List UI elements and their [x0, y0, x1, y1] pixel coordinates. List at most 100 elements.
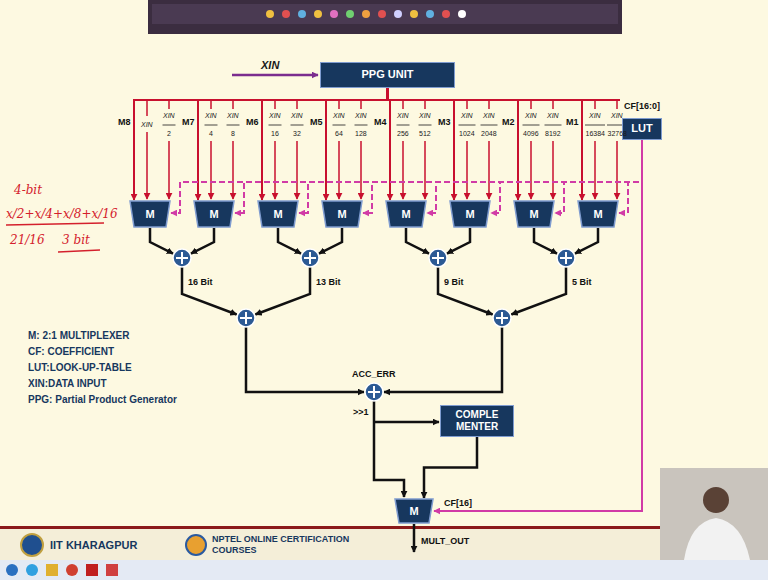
signal-label: XIN	[525, 112, 537, 120]
signal-label: 16 Bit	[188, 277, 213, 288]
adder-plus	[304, 252, 316, 264]
node-text: M	[257, 200, 299, 228]
signal-label: 8192	[545, 130, 561, 138]
adder-circle	[429, 249, 447, 267]
task-icon	[106, 564, 118, 576]
signal-label: CF[16:0]	[624, 101, 660, 112]
adder-plus	[432, 252, 444, 264]
input-stub	[274, 100, 276, 109]
input-wire	[232, 141, 234, 199]
fraction-bar	[163, 125, 176, 126]
tool-icon	[378, 10, 386, 18]
adder-circle	[237, 309, 255, 327]
signal-label: 2048	[481, 130, 497, 138]
signal-label: 4	[209, 130, 213, 138]
input-wire	[424, 141, 426, 199]
task-icon	[86, 564, 98, 576]
connector	[619, 140, 642, 213]
abbreviation-note: XIN:DATA INPUT	[28, 378, 107, 390]
signal-label: XIN	[589, 112, 601, 120]
signal-label: 512	[419, 130, 431, 138]
connector	[388, 88, 391, 200]
node-text: M	[394, 498, 434, 524]
input-wire	[360, 141, 362, 199]
shift-wire	[374, 401, 404, 497]
sum-wire	[534, 228, 557, 254]
input-stub	[402, 100, 404, 109]
process-box: LUT	[622, 118, 662, 140]
trapezoid	[386, 201, 426, 227]
adder-circle	[493, 309, 511, 327]
sum-wire	[319, 228, 342, 254]
footer-rule	[0, 526, 768, 529]
signal-label: 32	[293, 130, 301, 138]
iit-logo	[21, 534, 43, 556]
signal-label: XIN	[163, 112, 175, 120]
adder-circle	[557, 249, 575, 267]
node-text: M	[385, 200, 427, 228]
signal-label: 5 Bit	[572, 277, 592, 288]
input-stub	[296, 100, 298, 109]
output-wire	[413, 524, 416, 552]
input-stub	[488, 100, 490, 109]
hand-stroke	[58, 250, 100, 252]
complement-wire	[374, 421, 439, 424]
sum-wire	[150, 228, 173, 254]
signal-label: IIT KHARAGPUR	[50, 539, 137, 552]
edge-label: M7	[182, 117, 195, 128]
fraction-bar	[333, 125, 346, 126]
node-text: PPG UNIT	[362, 68, 414, 81]
input-stub	[146, 100, 148, 116]
process-box: COMPLE MENTER	[440, 405, 514, 437]
tool-icon	[394, 10, 402, 18]
fraction-bar	[523, 125, 540, 126]
signal-label: 128	[355, 130, 367, 138]
signal-label: XIN	[227, 112, 239, 120]
multiplexer: M	[257, 200, 299, 228]
tool-icon	[426, 10, 434, 18]
adder-circle	[173, 249, 191, 267]
trapezoid	[450, 201, 490, 227]
input-wire	[466, 141, 468, 199]
sum-wire	[255, 267, 310, 314]
adder-plus	[240, 312, 252, 324]
input-stub	[360, 100, 362, 109]
node-text: M	[321, 200, 363, 228]
abbreviation-note: CF: COEFFICIENT	[28, 346, 114, 358]
input-stub	[552, 100, 554, 109]
multiplexer: M	[394, 498, 434, 524]
fraction-bar	[419, 125, 432, 126]
abbreviation-note: M: 2:1 MULTIPLEXER	[28, 330, 129, 342]
input-arrow	[232, 74, 318, 77]
edge-label: M5	[310, 117, 323, 128]
signal-label: 13 Bit	[316, 277, 341, 288]
abbreviation-note: LUT:LOOK-UP-TABLE	[28, 362, 132, 374]
edge-label: M6	[246, 117, 259, 128]
edge-label: CF[16]	[444, 498, 472, 509]
nptel-logo	[186, 535, 206, 555]
signal-label: 64	[335, 130, 343, 138]
input-stub	[210, 100, 212, 109]
signal-label: XIN	[291, 112, 303, 120]
signal-label: >>1	[353, 407, 369, 418]
input-stub	[594, 100, 596, 109]
sum-wire	[575, 228, 598, 254]
fraction-bar	[397, 125, 410, 126]
adder-plus	[560, 252, 572, 264]
adder-symbol	[173, 249, 191, 267]
handwritten-note: x/2+x/4+x/8+x/16	[6, 207, 118, 221]
input-stub	[424, 100, 426, 109]
connector	[388, 88, 519, 200]
signal-label: 16	[271, 130, 279, 138]
tool-icon	[410, 10, 418, 18]
signal-label: 2	[167, 130, 171, 138]
input-wire	[296, 141, 298, 199]
adder-circle	[365, 383, 383, 401]
input-stub	[466, 100, 468, 109]
input-wire	[338, 141, 340, 199]
signal-label: XIN	[397, 112, 409, 120]
signal-label: XIN	[547, 112, 559, 120]
signal-label: 9 Bit	[444, 277, 464, 288]
adder-plus	[176, 252, 188, 264]
